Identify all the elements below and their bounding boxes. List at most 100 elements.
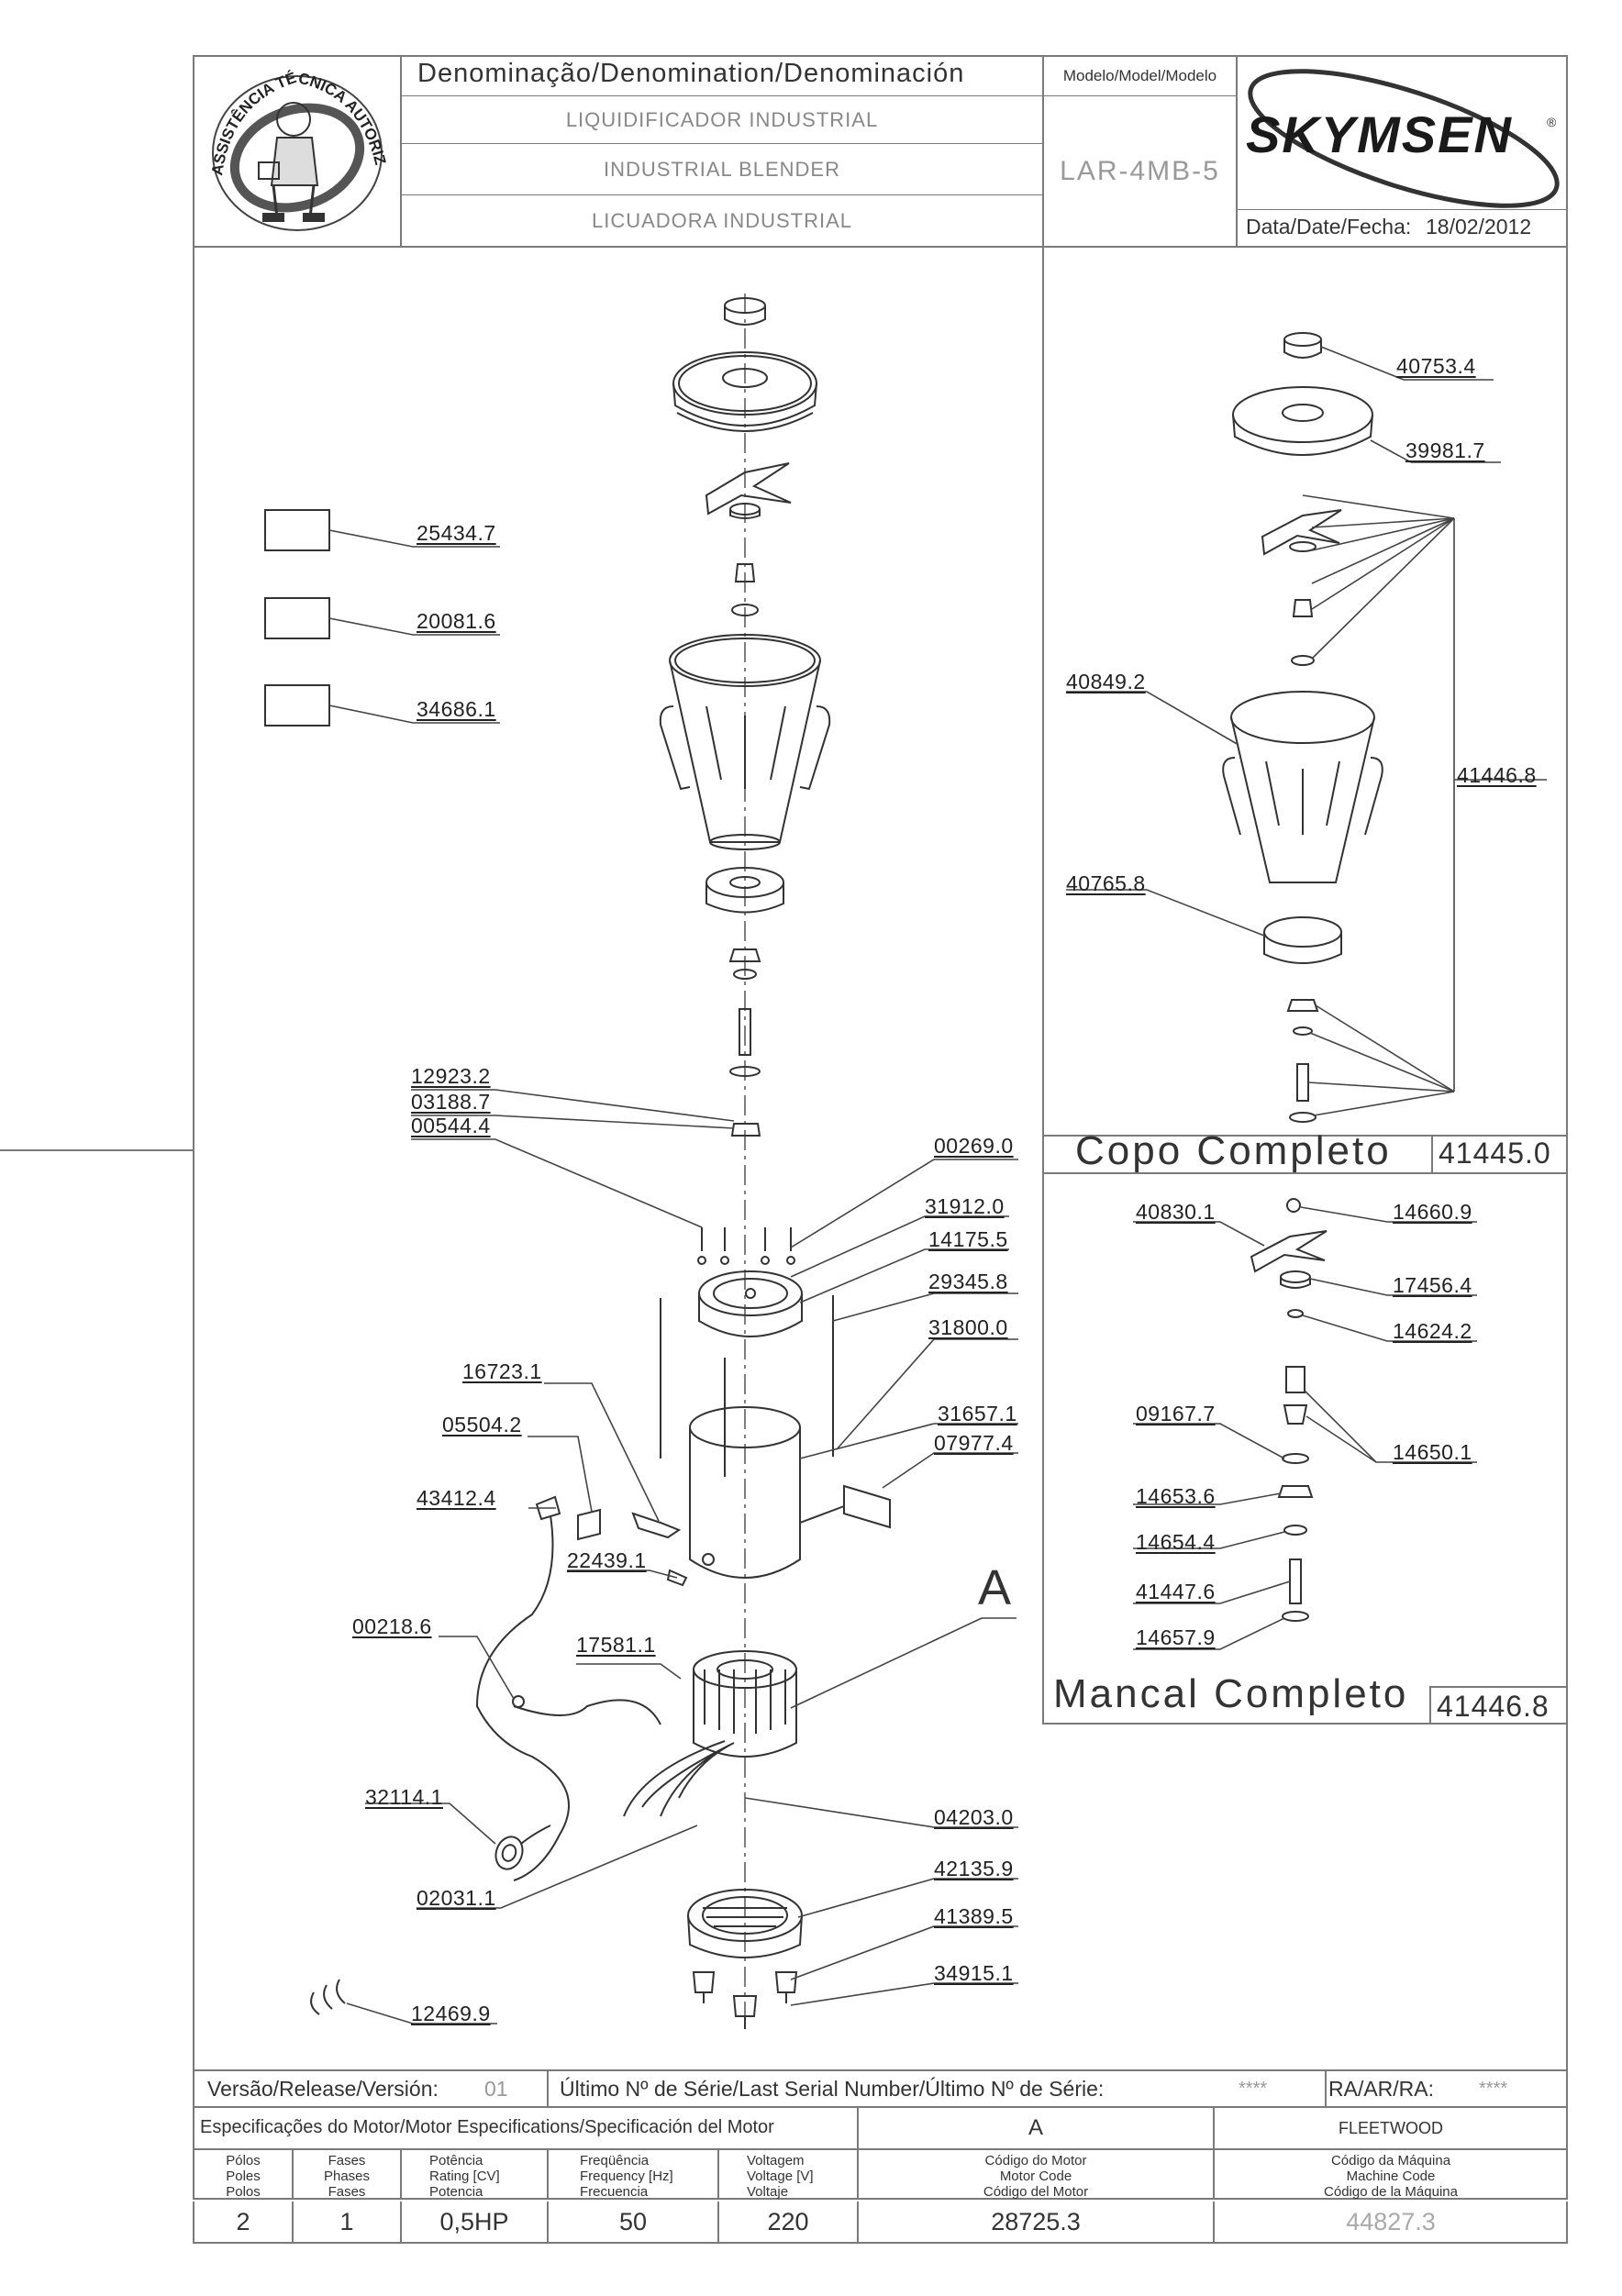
- serial-label: Último Nº de Série/Last Serial Number/Úl…: [560, 2077, 1105, 2101]
- cup-part: [659, 634, 831, 850]
- part-label[interactable]: 43412.4: [417, 1486, 496, 1510]
- power-cable-part: [475, 1495, 661, 1881]
- mancal-part-label[interactable]: 14653.6: [1136, 1484, 1216, 1508]
- version-value: 01: [484, 2077, 508, 2101]
- top-plate-part: [698, 1270, 803, 1337]
- mancal-part-label[interactable]: 14624.2: [1393, 1319, 1472, 1343]
- part-label[interactable]: 03188.7: [411, 1090, 491, 1114]
- part-label[interactable]: 05504.2: [442, 1413, 522, 1436]
- copo-completo-title: Copo Completo: [1075, 1128, 1392, 1173]
- accessory-box-2: [264, 597, 330, 639]
- part-label[interactable]: 25434.7: [417, 521, 496, 545]
- part-label[interactable]: 22439.1: [567, 1548, 647, 1572]
- part-label[interactable]: 00544.4: [411, 1114, 491, 1137]
- mancal-part-label[interactable]: 14660.9: [1393, 1200, 1472, 1224]
- mancal-part-label[interactable]: 41447.6: [1136, 1580, 1216, 1603]
- mancal-part-label[interactable]: 14654.4: [1136, 1530, 1216, 1554]
- part-label[interactable]: 31912.0: [925, 1194, 1005, 1218]
- copo-part-label[interactable]: 39981.7: [1405, 438, 1485, 462]
- motor-maker: FLEETWOOD: [1338, 2118, 1443, 2137]
- part-label[interactable]: 34686.1: [417, 697, 496, 721]
- housing-bracket-part: [799, 1484, 891, 1529]
- mancal-part-label[interactable]: 14650.1: [1393, 1440, 1472, 1464]
- part-label[interactable]: 42135.9: [934, 1857, 1014, 1880]
- part-label[interactable]: 41389.5: [934, 1904, 1014, 1928]
- voltage-value: 220: [767, 2207, 809, 2235]
- part-label[interactable]: 14175.5: [928, 1227, 1008, 1251]
- part-label[interactable]: 00218.6: [352, 1614, 432, 1638]
- mancal-part-label[interactable]: 14657.9: [1136, 1625, 1216, 1649]
- cable-clips-part: [310, 1979, 346, 2015]
- main-leader-lines: [328, 529, 1018, 2024]
- part-label[interactable]: 17581.1: [576, 1633, 656, 1657]
- motor-housing-part: [689, 1406, 801, 1579]
- detail-marker-a-leader: [790, 1617, 1017, 1709]
- motor-letter: A: [1028, 2115, 1043, 2140]
- svg-text:SKYMSEN: SKYMSEN: [1246, 105, 1513, 163]
- copo-leader-lines: [1066, 346, 1547, 1116]
- detail-marker-a: A: [978, 1560, 1012, 1615]
- denomination-title: Denominação/Denomination/Denominación: [417, 59, 965, 88]
- frequency-value: 50: [618, 2207, 648, 2235]
- part-label[interactable]: 20081.6: [417, 609, 496, 633]
- phases-value: 1: [339, 2207, 354, 2235]
- svg-text:®: ®: [1547, 115, 1557, 129]
- mancal-leader-lines: [1133, 1206, 1477, 1650]
- copo-completo-code: 41445.0: [1439, 1137, 1551, 1170]
- part-label[interactable]: 34915.1: [934, 1961, 1014, 1985]
- copo-completo-drawing: [1222, 332, 1383, 1123]
- ra-value: ****: [1479, 2079, 1508, 2099]
- motor-part: [623, 1650, 797, 1817]
- motor-spec-label: Especificações do Motor/Motor Especifica…: [200, 2117, 774, 2137]
- mancal-completo-code: 41446.8: [1437, 1690, 1550, 1723]
- copo-part-label[interactable]: 40849.2: [1066, 670, 1146, 693]
- ra-label: RA/AR/RA:: [1328, 2077, 1435, 2101]
- authorized-service-seal-logo: ASSISTÊNCIA TÉCNICA AUTORIZADA: [198, 52, 389, 231]
- pilot-light-part: [494, 1825, 551, 1870]
- lid-cap-part: [724, 297, 766, 326]
- mancal-part-label[interactable]: 40830.1: [1136, 1200, 1216, 1224]
- accessory-box-3: [264, 684, 330, 727]
- part-label[interactable]: 16723.1: [462, 1359, 542, 1383]
- copo-part-label[interactable]: 40753.4: [1396, 354, 1476, 378]
- mancal-part-label[interactable]: 17456.4: [1393, 1273, 1472, 1297]
- part-label[interactable]: 02031.1: [417, 1886, 496, 1910]
- coupling-part: [730, 1123, 761, 1137]
- date-label: Data/Date/Fecha:: [1246, 215, 1412, 238]
- part-label[interactable]: 12469.9: [411, 2002, 491, 2025]
- model-title: Modelo/Model/Modelo: [1062, 67, 1217, 84]
- part-label[interactable]: 07977.4: [934, 1431, 1014, 1455]
- part-label[interactable]: 04203.0: [934, 1805, 1014, 1829]
- part-label[interactable]: 32114.1: [365, 1785, 443, 1809]
- part-label[interactable]: 31800.0: [928, 1315, 1008, 1339]
- lid-part: [672, 351, 817, 432]
- rods-part: [660, 1295, 834, 1477]
- feet-part: [692, 1971, 798, 2029]
- part-label[interactable]: 00269.0: [934, 1134, 1014, 1158]
- motor-code-value: 28725.3: [991, 2207, 1081, 2235]
- product-name-pt: LIQUIDIFICADOR INDUSTRIAL: [565, 108, 879, 131]
- part-label[interactable]: 31657.1: [938, 1402, 1017, 1425]
- mancal-completo-drawing: [1250, 1198, 1328, 1622]
- date-value: 18/02/2012: [1426, 215, 1532, 238]
- switch-part: [577, 1508, 688, 1587]
- part-label[interactable]: 29345.8: [928, 1270, 1008, 1293]
- serial-value: ****: [1239, 2079, 1268, 2099]
- copo-part-label[interactable]: 41446.8: [1457, 763, 1537, 787]
- rating-value: 0,5HP: [439, 2207, 509, 2235]
- cup-base-part: [705, 867, 784, 1077]
- part-label[interactable]: 12923.2: [411, 1064, 491, 1088]
- blade-part: [705, 462, 792, 616]
- base-part: [687, 1889, 803, 1958]
- product-name-en: INDUSTRIAL BLENDER: [603, 158, 840, 181]
- top-screws-part: [697, 1227, 795, 1265]
- model-code: LAR-4MB-5: [1060, 156, 1220, 186]
- copo-part-label[interactable]: 40765.8: [1066, 871, 1146, 895]
- mancal-part-label[interactable]: 09167.7: [1136, 1402, 1216, 1425]
- machine-code-value: 44827.3: [1346, 2207, 1436, 2235]
